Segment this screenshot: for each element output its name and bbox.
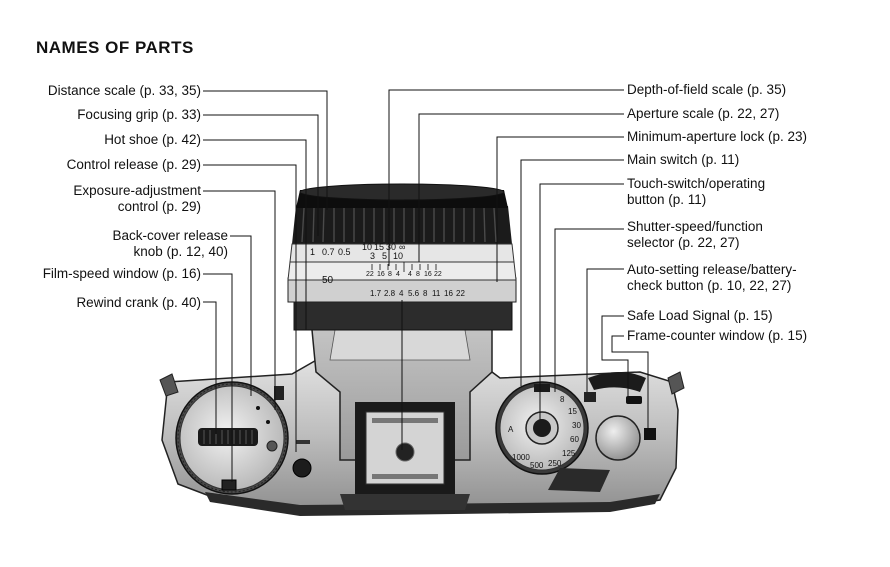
aperture-11: 11: [432, 289, 441, 298]
speed-15: 15: [568, 407, 577, 416]
aperture-1.7: 1.7: [370, 289, 382, 298]
main-switch: [534, 384, 550, 392]
rewind-crank: [198, 428, 258, 446]
lens-distance-inf: ∞: [399, 242, 405, 252]
back-cover-release-knob: [274, 386, 284, 400]
shutter-speed-selector: A 1000 500 250 125 60 30 15 8: [495, 381, 589, 475]
speed-125: 125: [562, 449, 576, 458]
speed-250: 250: [548, 459, 562, 468]
control-release: [292, 440, 312, 478]
lens-distance-10b: 10: [393, 251, 403, 261]
page-title: NAMES OF PARTS: [36, 38, 194, 57]
lens-distance-30: 30: [386, 242, 396, 252]
dof-4b: 4: [408, 271, 412, 278]
lens-distance-5: 5: [382, 251, 387, 261]
dof-22b: 22: [434, 271, 442, 278]
lens-focal-length: 50: [322, 275, 334, 286]
aperture-5.6: 5.6: [408, 289, 420, 298]
speed-500: 500: [530, 461, 544, 470]
dof-16b: 16: [424, 271, 432, 278]
aperture-16: 16: [444, 289, 453, 298]
film-speed-window: [221, 479, 237, 491]
film-advance-lever: [588, 372, 646, 392]
leader-lines-right: [388, 89, 649, 430]
label-minimum-aperture-lock: Minimum-aperture lock (p. 23): [627, 129, 808, 144]
aperture-22: 22: [456, 289, 465, 298]
label-aperture-scale: Aperture scale (p. 22, 27): [627, 106, 780, 121]
lens-distance-10: 10: [362, 242, 372, 252]
touch-switch-button: [533, 419, 551, 437]
focusing-grip: [292, 183, 512, 244]
label-rewind-crank: Rewind crank (p. 40): [76, 295, 201, 310]
label-depth-of-field-scale: Depth-of-field scale (p. 35): [627, 82, 787, 97]
aperture-8: 8: [423, 289, 428, 298]
aperture-2.8: 2.8: [384, 289, 396, 298]
label-control-release: Control release (p. 29): [66, 157, 201, 172]
label-frame-counter-window: Frame-counter window (p. 15): [627, 328, 808, 343]
aperture-row: 1.7 2.8 4 5.6 8 11 16 22: [370, 289, 465, 298]
lens-distance-0.5: 0.5: [338, 247, 351, 257]
speed-60: 60: [570, 435, 579, 444]
lens-distance-15: 15: [374, 242, 384, 252]
lens-distance-0.7: 0.7: [322, 247, 335, 257]
label-distance-scale: Distance scale (p. 33, 35): [47, 83, 201, 98]
label-safe-load-signal: Safe Load Signal (p. 15): [627, 308, 773, 323]
speed-8: 8: [560, 395, 565, 404]
label-main-switch: Main switch (p. 11): [627, 152, 740, 167]
aperture-4: 4: [399, 289, 404, 298]
speed-1000: 1000: [512, 453, 530, 462]
safe-load-signal: [626, 396, 642, 404]
label-auto-setting-release: Auto-setting release/battery-check butto…: [627, 262, 797, 293]
dof-4: 4: [396, 271, 400, 278]
auto-setting-release-button: [584, 392, 596, 402]
dof-8: 8: [388, 271, 392, 278]
lens-distance-1: 1: [310, 247, 315, 257]
leader-lines-left: [203, 90, 328, 482]
label-focusing-grip: Focusing grip (p. 33): [77, 107, 201, 122]
dof-22: 22: [366, 271, 374, 278]
speed-a: A: [508, 425, 514, 434]
speed-30: 30: [572, 421, 581, 430]
label-film-speed-window: Film-speed window (p. 16): [42, 266, 201, 281]
dof-16: 16: [377, 271, 385, 278]
dof-8b: 8: [416, 271, 420, 278]
shutter-release-button: [595, 415, 641, 461]
frame-counter-window: [644, 428, 656, 440]
label-hot-shoe: Hot shoe (p. 42): [104, 132, 201, 147]
lens-distance-3: 3: [370, 251, 375, 261]
hot-shoe: [355, 402, 455, 494]
lens: 1 0.7 0.5 10 15 30 ∞ 3 5 10 50 22 16 8 4…: [287, 183, 517, 331]
